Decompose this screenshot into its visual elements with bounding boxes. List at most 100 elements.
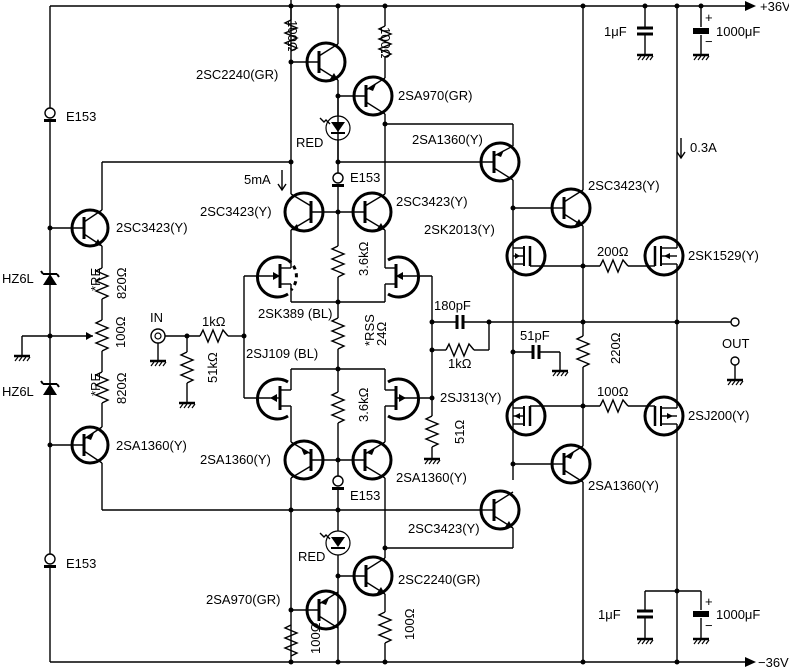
rss-name: *RSS xyxy=(362,314,377,346)
mos-out-n xyxy=(643,235,685,277)
led-top xyxy=(319,115,351,141)
q-bias-pnp-label: 2SA1360(Y) xyxy=(116,438,187,453)
r-bottom-mid-label: 3.6kΩ xyxy=(356,387,371,422)
q-cascode-top-left-label: 2SC3423(Y) xyxy=(200,204,272,219)
c-bot-film-label: 1μF xyxy=(598,607,621,622)
re-top-value: 820Ω xyxy=(114,267,129,299)
down-arrow-icon xyxy=(676,138,686,160)
c-top-elec-label: 1000μF xyxy=(716,24,760,39)
q-cascode-top-right-label: 2SC3423(Y) xyxy=(396,194,468,209)
positive-rail xyxy=(50,1,756,11)
crd-left-top xyxy=(44,107,56,122)
crd-left-top-label: E153 xyxy=(66,109,96,124)
q-drv-top-label: 2SC3423(Y) xyxy=(588,178,660,193)
q-bot-cs-pnp xyxy=(291,589,347,631)
r-top-right-label: 100Ω xyxy=(378,27,393,59)
input-jack[interactable] xyxy=(150,328,166,344)
c-top-minus: − xyxy=(705,34,713,49)
c-bot-elec-label: 1000μF xyxy=(716,607,760,622)
q-top-cs-pnp-label: 2SA970(GR) xyxy=(398,88,472,103)
mos-drv-p-label: 2SJ313(Y) xyxy=(440,390,501,405)
negative-rail-label: −36V xyxy=(758,655,789,670)
crd-left-bottom xyxy=(44,553,56,568)
c-bot-plus: + xyxy=(705,594,713,609)
q-top-cs-label: 2SC2240(GR) xyxy=(196,67,278,82)
input-series-resistor xyxy=(199,328,229,344)
jfet-p-label: 2SJ109 (BL) xyxy=(246,346,318,361)
q-cascode-top-right xyxy=(338,191,393,233)
jfet-p-right xyxy=(385,377,432,421)
output-current-label: 0.3A xyxy=(690,140,717,155)
mos-drv-p xyxy=(505,395,583,437)
r-top-left-label: 100Ω xyxy=(285,20,300,52)
q-drv-bot xyxy=(550,443,592,485)
q-cascode-top-left xyxy=(283,191,338,233)
rss-value: 24Ω xyxy=(374,322,389,346)
zener-bottom xyxy=(40,380,60,395)
c-top-plus: + xyxy=(705,10,713,25)
input-shunt-resistor-label: 51kΩ xyxy=(205,352,220,383)
crd-mid-bottom-label: E153 xyxy=(350,488,380,503)
input-label: IN xyxy=(150,310,163,325)
pot xyxy=(94,319,110,352)
q-vas-top xyxy=(338,141,521,183)
output-terminal[interactable] xyxy=(730,317,740,327)
r-top-mid-label: 3.6kΩ xyxy=(356,241,371,276)
q-cascode-bot-left-label: 2SA1360(Y) xyxy=(200,452,271,467)
q-vas-bot xyxy=(479,489,521,531)
vas-bias-current-label: 5mA xyxy=(244,172,271,187)
q-vas-bot-label: 2SC3423(Y) xyxy=(408,521,480,536)
q-bias-pnp xyxy=(50,425,110,465)
input-series-resistor-label: 1kΩ xyxy=(202,314,226,329)
r-gate-p-label: 100Ω xyxy=(597,384,629,399)
led-bottom xyxy=(319,530,351,556)
c-comp-label: 51pF xyxy=(520,328,550,343)
led-bottom-label: RED xyxy=(298,549,325,564)
q-drv-top xyxy=(550,187,592,229)
output-label: OUT xyxy=(722,336,750,351)
input-shunt-resistor xyxy=(179,351,195,384)
zener-top-label: HZ6L xyxy=(2,271,34,286)
led-top-label: RED xyxy=(296,135,323,150)
re-bottom-name: *RE xyxy=(88,373,103,396)
r-fb-label: 1kΩ xyxy=(448,356,472,371)
c-top-film-label: 1μF xyxy=(604,24,627,39)
q-top-cs-pnp xyxy=(338,75,394,117)
r-bias-220-label: 220Ω xyxy=(608,332,623,364)
q-bot-cs-pnp-label: 2SA970(GR) xyxy=(206,592,280,607)
re-bottom-value: 820Ω xyxy=(114,372,129,404)
q-cascode-bot-left xyxy=(283,439,338,481)
c-bot-minus: − xyxy=(705,618,713,633)
r-51-label: 51Ω xyxy=(452,420,467,444)
q-bot-cs-label: 2SC2240(GR) xyxy=(398,572,480,587)
output-ground-terminal[interactable] xyxy=(730,356,740,366)
q-drv-bot-label: 2SA1360(Y) xyxy=(588,478,659,493)
negative-rail xyxy=(50,657,756,667)
jfet-n-right xyxy=(385,255,432,299)
q-cascode-bot-right-label: 2SA1360(Y) xyxy=(396,470,467,485)
pot-label: 100Ω xyxy=(113,316,128,348)
down-arrow-icon xyxy=(277,170,287,192)
jfet-n-label: 2SK389 (BL) xyxy=(258,306,332,321)
mos-drv-n xyxy=(505,235,583,277)
re-top-name: *RE xyxy=(88,268,103,291)
q-bias-npn xyxy=(50,208,110,248)
q-bias-npn-label: 2SC3423(Y) xyxy=(116,220,188,235)
mos-out-n-label: 2SK1529(Y) xyxy=(688,248,759,263)
q-top-cs xyxy=(291,41,347,83)
mos-out-p-label: 2SJ200(Y) xyxy=(688,408,749,423)
crd-mid-top xyxy=(332,172,344,187)
r-bot-left-label: 100Ω xyxy=(308,622,323,654)
jfet-p-left xyxy=(256,377,291,421)
zener-top xyxy=(40,270,60,285)
r-gate-n-label: 200Ω xyxy=(597,244,629,259)
crd-mid-bottom xyxy=(332,475,344,490)
crd-left-bottom-label: E153 xyxy=(66,556,96,571)
mos-out-p xyxy=(643,395,685,437)
r-bot-right-label: 100Ω xyxy=(402,608,417,640)
c-fb-label: 180pF xyxy=(434,298,471,313)
q-bot-cs xyxy=(338,555,394,597)
zener-bottom-label: HZ6L xyxy=(2,384,34,399)
positive-rail-label: +36V xyxy=(760,0,789,14)
